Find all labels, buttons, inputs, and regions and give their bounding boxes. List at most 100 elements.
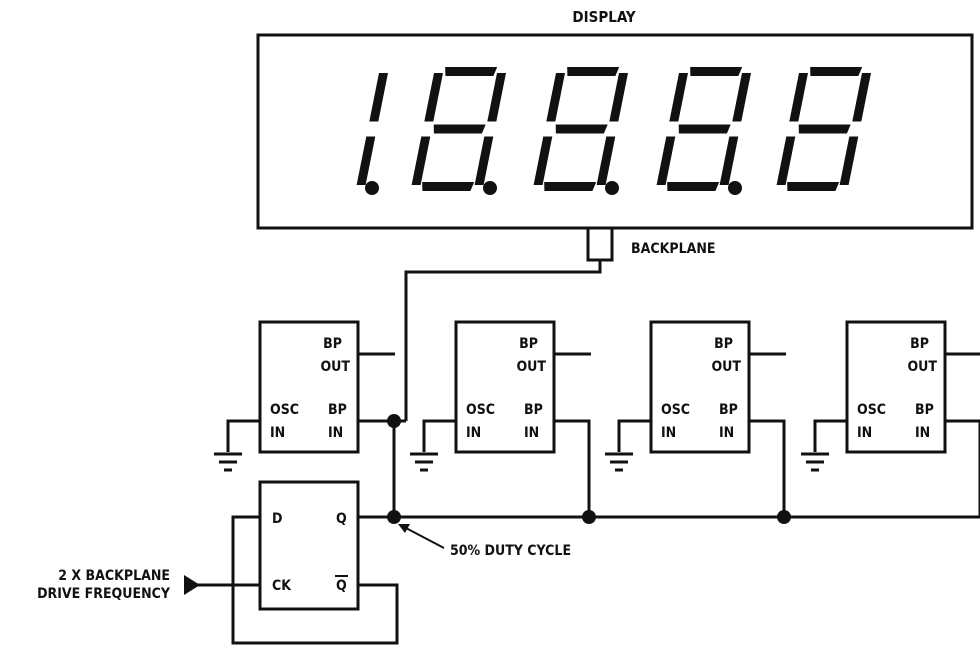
bp-out-label: OUT bbox=[711, 359, 741, 375]
driver-chips: BPOUTOSCINBPINBPOUTOSCINBPINBPOUTOSCINBP… bbox=[214, 320, 980, 517]
segment-a bbox=[690, 67, 743, 76]
digit-5 bbox=[776, 67, 871, 191]
segment-a bbox=[445, 67, 498, 76]
bp-out-label: OUT bbox=[516, 359, 546, 375]
segment-f bbox=[789, 73, 808, 122]
osc-in-label: OSC bbox=[466, 402, 495, 418]
segment-c bbox=[596, 136, 616, 185]
bp-in-label: IN bbox=[328, 425, 343, 441]
driver-chip-2: BP OUT OSC IN BP IN bbox=[410, 320, 591, 517]
osc-in-label: IN bbox=[466, 425, 481, 441]
segment-e bbox=[411, 136, 431, 185]
digit-2 bbox=[411, 67, 506, 195]
osc-in-label: OSC bbox=[661, 402, 690, 418]
arrow-head-icon bbox=[398, 524, 410, 533]
ff-d-label: D bbox=[272, 511, 282, 527]
bp-out-label: BP bbox=[519, 336, 538, 352]
osc-in-wire bbox=[813, 419, 847, 452]
osc-in-wire bbox=[422, 419, 456, 452]
segment-c bbox=[474, 136, 494, 185]
feedback-wire bbox=[231, 515, 399, 645]
osc-in-label: IN bbox=[661, 425, 676, 441]
input-label-line2: DRIVE FREQUENCY bbox=[37, 586, 171, 602]
segment-g bbox=[555, 124, 608, 134]
junction-dot bbox=[777, 510, 791, 524]
input-arrow-icon bbox=[184, 575, 200, 595]
ff-qbar-label: Q bbox=[336, 578, 347, 594]
chip-body bbox=[454, 320, 556, 454]
segment-d bbox=[422, 182, 475, 191]
segment-d bbox=[667, 182, 720, 191]
ground-icon bbox=[801, 452, 829, 472]
bp-out-label: BP bbox=[323, 336, 342, 352]
driver-chip-3: BP OUT OSC IN BP IN bbox=[605, 320, 786, 517]
segment-b bbox=[732, 73, 751, 122]
flip-flop bbox=[258, 480, 360, 611]
segment-d bbox=[544, 182, 597, 191]
osc-in-wire bbox=[617, 419, 651, 452]
osc-in-label: IN bbox=[857, 425, 872, 441]
chip-body bbox=[258, 320, 360, 454]
bp-out-label: OUT bbox=[320, 359, 350, 375]
backplane-connector bbox=[586, 226, 614, 262]
decimal-point bbox=[728, 181, 742, 195]
segment-c bbox=[839, 136, 859, 185]
bp-in-label: IN bbox=[524, 425, 539, 441]
junction-dot bbox=[582, 510, 596, 524]
segment-g bbox=[678, 124, 731, 134]
decimal-point bbox=[605, 181, 619, 195]
digit-3 bbox=[533, 67, 628, 195]
bp-out-label: BP bbox=[714, 336, 733, 352]
decimal-point bbox=[483, 181, 497, 195]
bp-in-wire bbox=[554, 419, 591, 517]
driver-chip-1: BP OUT OSC IN BP IN bbox=[214, 320, 406, 472]
display-title: DISPLAY bbox=[572, 8, 635, 26]
segment-b bbox=[487, 73, 506, 122]
bp-out-label: BP bbox=[910, 336, 929, 352]
chip-body bbox=[845, 320, 947, 454]
duty-cycle-label: 50% DUTY CYCLE bbox=[450, 543, 571, 559]
osc-in-label: IN bbox=[270, 425, 285, 441]
bp-in-label: BP bbox=[524, 402, 543, 418]
segment-f bbox=[424, 73, 443, 122]
segment-f bbox=[546, 73, 565, 122]
bp-in-label: BP bbox=[915, 402, 934, 418]
backplane-wire bbox=[404, 260, 602, 421]
segment-f bbox=[669, 73, 688, 122]
segment-e bbox=[533, 136, 553, 185]
osc-in-label: OSC bbox=[270, 402, 299, 418]
osc-in-wire bbox=[226, 419, 260, 452]
ff-ck-label: CK bbox=[272, 578, 292, 594]
decimal-point bbox=[365, 181, 379, 195]
ground-icon bbox=[214, 452, 242, 472]
segment-b bbox=[609, 73, 628, 122]
bp-in-label: BP bbox=[328, 402, 347, 418]
segment-c bbox=[719, 136, 739, 185]
junction-dot bbox=[387, 510, 401, 524]
segment-a bbox=[810, 67, 863, 76]
seven-segment-digits bbox=[356, 67, 871, 195]
segment-a bbox=[567, 67, 620, 76]
bp-in-wire bbox=[749, 419, 786, 517]
bp-out-label: OUT bbox=[907, 359, 937, 375]
segment-e bbox=[776, 136, 796, 185]
bp-in-label: IN bbox=[719, 425, 734, 441]
osc-in-label: OSC bbox=[857, 402, 886, 418]
duty-cycle-leader bbox=[403, 526, 445, 549]
bp-in-label: BP bbox=[719, 402, 738, 418]
ground-icon bbox=[410, 452, 438, 472]
segment-d bbox=[787, 182, 840, 191]
segment-g bbox=[433, 124, 486, 134]
junction-dot bbox=[387, 414, 401, 428]
segment-c bbox=[356, 136, 376, 185]
digit-1 bbox=[356, 73, 388, 195]
ground-icon bbox=[605, 452, 633, 472]
digit-4 bbox=[656, 67, 751, 195]
input-label-line1: 2 X BACKPLANE bbox=[58, 568, 170, 584]
backplane-label: BACKPLANE bbox=[631, 241, 716, 257]
display-panel bbox=[256, 33, 974, 230]
chip-body bbox=[649, 320, 751, 454]
segment-g bbox=[798, 124, 851, 134]
